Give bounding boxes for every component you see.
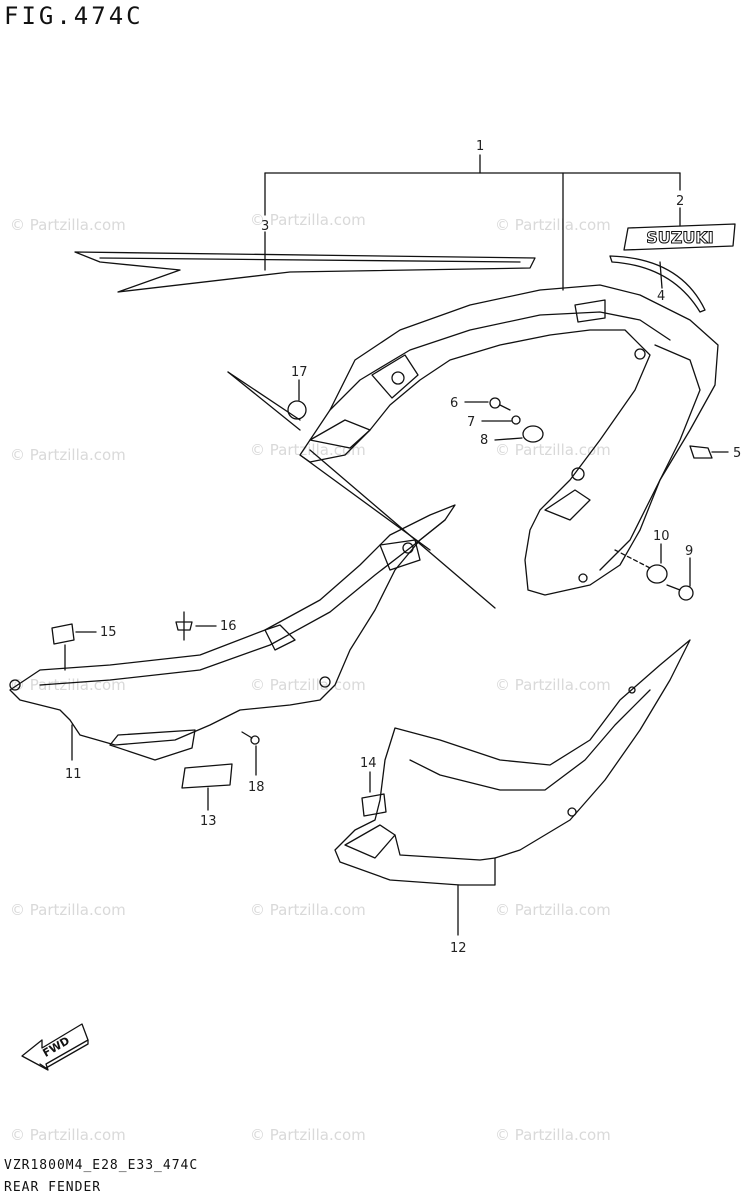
- assembly-bracket: [264, 154, 681, 291]
- part-1-tail-cover: [299, 284, 719, 596]
- callout-10: 10: [653, 529, 670, 544]
- callout-17: 17: [291, 365, 308, 380]
- alignment-line: [299, 454, 431, 551]
- part-11-rear-fender: [9, 504, 456, 761]
- callout-12: 12: [450, 941, 467, 956]
- part-7-washer: [481, 415, 521, 425]
- watermark: © Partzilla.com: [495, 441, 611, 459]
- watermark: © Partzilla.com: [495, 901, 611, 919]
- part-6-screw: [464, 397, 511, 411]
- part-9-bolt: [666, 557, 694, 601]
- figure-code: VZR1800M4_E28_E33_474C: [4, 1158, 199, 1173]
- part-17-cushion: [227, 371, 307, 431]
- watermark: © Partzilla.com: [10, 1126, 126, 1144]
- part-15-cap: [51, 623, 97, 671]
- callouts: 1 2 3 4 5 6 7 8 9 10 11 12 13 14 15 16 1…: [65, 139, 741, 956]
- suzuki-logo: SUZUKI: [646, 228, 713, 247]
- part-14-pad: [361, 771, 387, 817]
- callout-6: 6: [450, 396, 458, 411]
- part-16-clip: [175, 611, 217, 641]
- part-12-lower-cover: [334, 639, 691, 936]
- watermark: © Partzilla.com: [250, 676, 366, 694]
- callout-8: 8: [480, 433, 488, 448]
- callout-3: 3: [261, 219, 269, 234]
- callout-13: 13: [200, 814, 217, 829]
- callout-4: 4: [657, 289, 665, 304]
- watermark: © Partzilla.com: [250, 211, 366, 229]
- part-3-stripe: [74, 231, 536, 293]
- callout-11: 11: [65, 767, 82, 782]
- part-13-pad: [181, 763, 233, 811]
- callout-15: 15: [100, 625, 117, 640]
- figure-name: REAR FENDER: [4, 1180, 102, 1195]
- part-8-grommet: [494, 425, 544, 443]
- watermark: © Partzilla.com: [495, 1126, 611, 1144]
- watermark: © Partzilla.com: [10, 216, 126, 234]
- watermark: © Partzilla.com: [495, 676, 611, 694]
- callout-14: 14: [360, 756, 377, 771]
- callout-5: 5: [733, 446, 741, 461]
- part-4-stripe: [609, 255, 706, 313]
- callout-9: 9: [685, 544, 693, 559]
- callout-1: 1: [476, 139, 484, 154]
- callout-18: 18: [248, 780, 265, 795]
- watermark: © Partzilla.com: [10, 901, 126, 919]
- watermark: © Partzilla.com: [495, 216, 611, 234]
- callout-2: 2: [676, 194, 684, 209]
- watermark: © Partzilla.com: [10, 446, 126, 464]
- figure-title: FIG.474C: [4, 2, 144, 30]
- part-18-screw: [241, 731, 260, 776]
- watermark: © Partzilla.com: [250, 901, 366, 919]
- part-10-cushion: [646, 543, 668, 584]
- part-2-emblem: [623, 207, 736, 251]
- watermarks: © Partzilla.com © Partzilla.com © Partzi…: [10, 211, 611, 1144]
- watermark: © Partzilla.com: [250, 1126, 366, 1144]
- callout-7: 7: [467, 415, 475, 430]
- callout-16: 16: [220, 619, 237, 634]
- part-5-clip: [689, 445, 729, 459]
- fwd-arrow-icon: [21, 1023, 89, 1071]
- leader-dashed: [614, 549, 651, 569]
